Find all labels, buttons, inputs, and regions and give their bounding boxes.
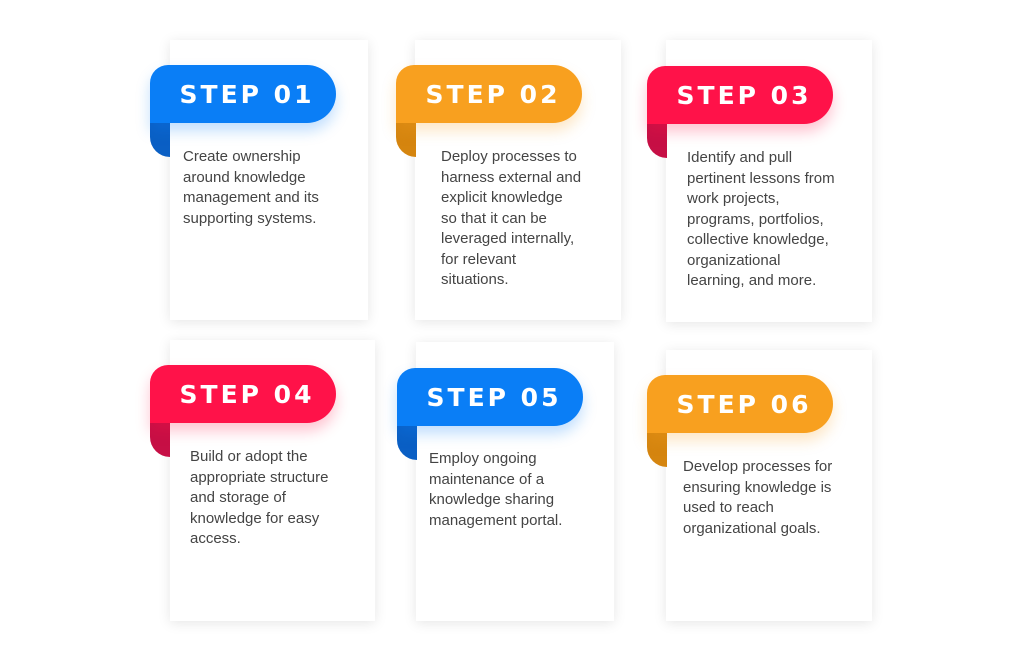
step-text-3: Identify and pull pertinent lessons from… (687, 149, 835, 289)
step-label-5: STEP 05 (397, 368, 583, 426)
step-text-6: Develop processes for ensuring knowledge… (683, 458, 833, 537)
step-text-4: Build or adopt the appropriate structure… (190, 448, 329, 547)
ribbon-fold (150, 123, 170, 157)
step-label-4: STEP 04 (150, 365, 336, 423)
step-text-1: Create ownership around knowledge manage… (183, 148, 319, 227)
ribbon-fold (647, 433, 667, 467)
step-text-5: Employ ongoing maintenance of a knowledg… (429, 450, 563, 529)
step-label-2: STEP 02 (396, 65, 582, 123)
ribbon-fold (150, 423, 170, 457)
ribbon-fold (397, 426, 417, 460)
step-label-6: STEP 06 (647, 375, 833, 433)
step-label-1: STEP 01 (150, 65, 336, 123)
ribbon-fold (647, 124, 667, 158)
step-label-3: STEP 03 (647, 66, 833, 124)
step-text-2: Deploy processes to harness external and… (441, 148, 582, 288)
ribbon-fold (396, 123, 416, 157)
